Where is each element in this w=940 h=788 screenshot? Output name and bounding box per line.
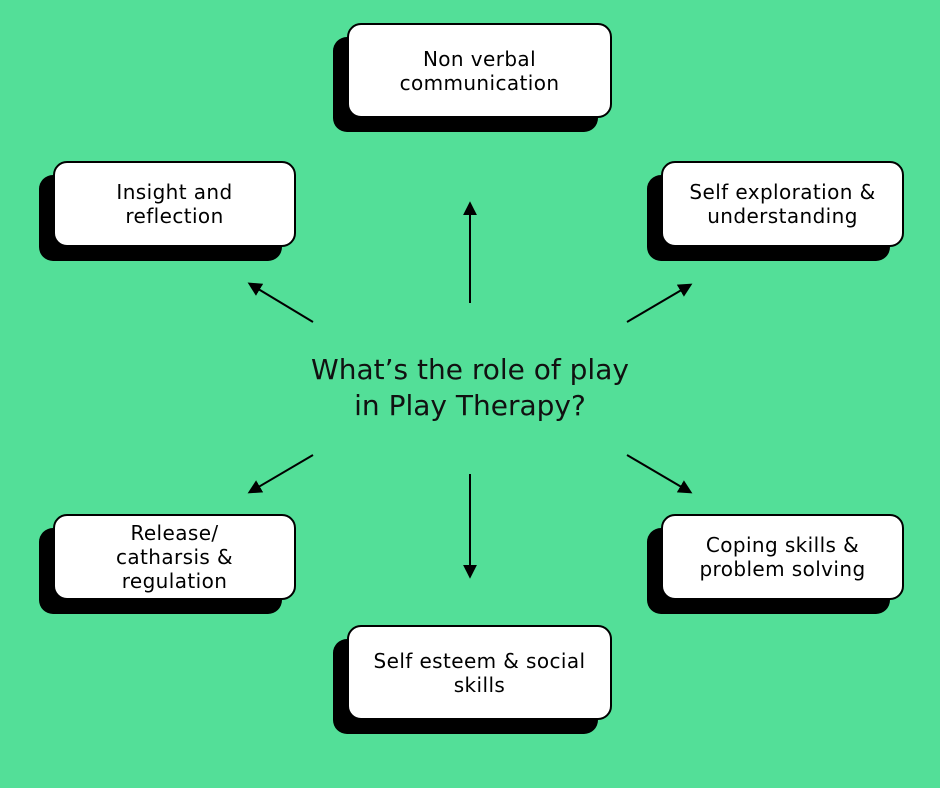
box-self-exploration: Self exploration & understanding <box>661 161 904 247</box>
box-line: understanding <box>707 204 858 228</box>
box-line: regulation <box>121 569 228 593</box>
arrow-to-bottom-left <box>247 454 314 494</box>
central-question-line-1: What’s the role of play <box>311 353 629 386</box>
arrow-to-top-left <box>247 282 314 323</box>
box-line: reflection <box>125 204 224 228</box>
box-line: Coping skills & <box>705 533 860 557</box>
box-line: Non verbal <box>422 46 537 71</box>
box-line: skills <box>453 672 506 697</box>
box-release-catharsis: Release/ catharsis & regulation <box>53 514 296 600</box>
box-line: communication <box>399 70 560 95</box>
arrow-to-bottom-right <box>626 454 693 494</box>
box-line: Insight and <box>116 180 233 204</box>
central-question: What’s the role of play in Play Therapy? <box>270 352 670 424</box>
box-line: catharsis & <box>116 545 233 569</box>
box-coping-skills: Coping skills & problem solving <box>661 514 904 600</box>
central-question-line-2: in Play Therapy? <box>354 389 586 422</box>
box-line: Release/ <box>130 521 219 545</box>
box-line: problem solving <box>699 557 866 581</box>
box-line: Self esteem & social <box>373 648 586 673</box>
box-insight-reflection: Insight and reflection <box>53 161 296 247</box>
box-self-esteem: Self esteem & social skills <box>347 625 612 720</box>
box-non-verbal-communication: Non verbal communication <box>347 23 612 118</box>
arrow-to-top-right <box>626 283 693 323</box>
box-line: Self exploration & <box>689 180 876 204</box>
